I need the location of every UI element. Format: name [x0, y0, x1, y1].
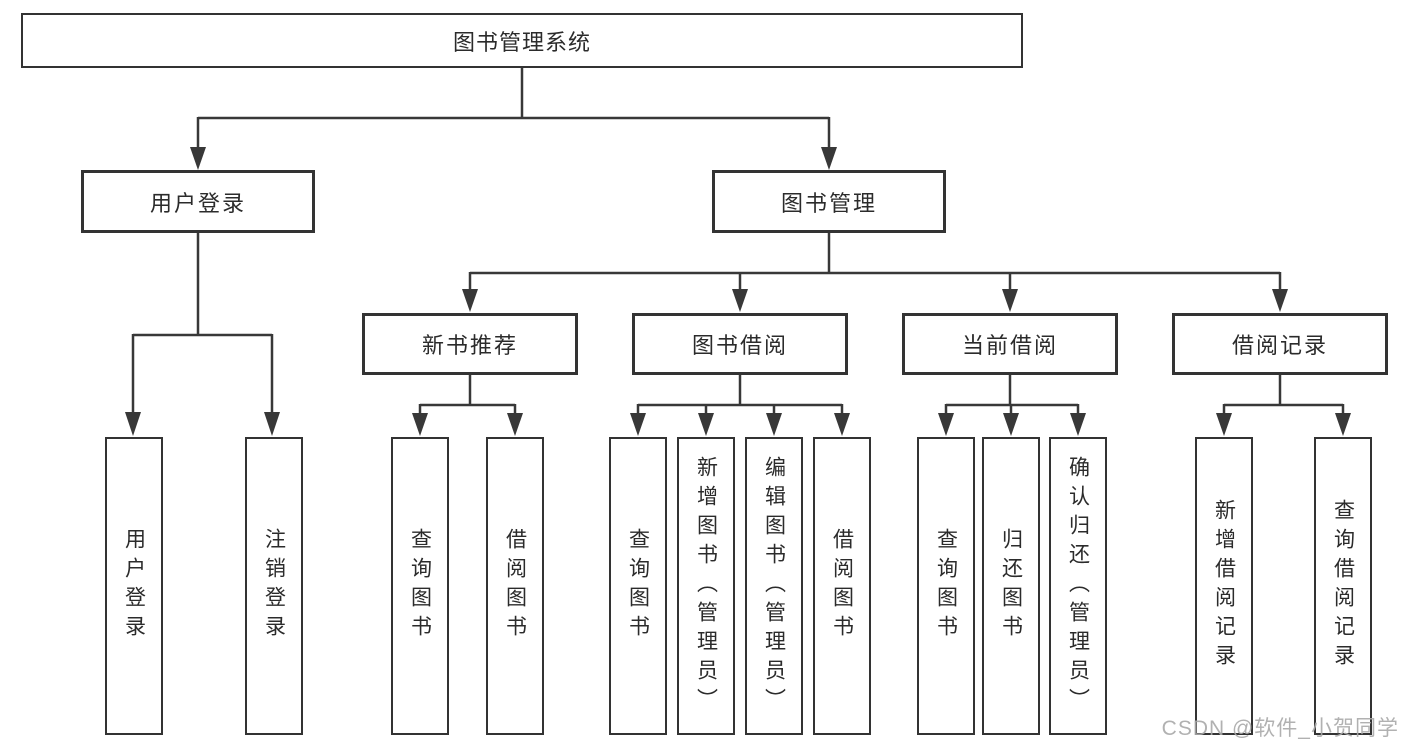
- arrowheads: [125, 147, 1351, 436]
- node-book-borrow: 图书借阅: [632, 313, 848, 375]
- leaf-add-books-admin: 新增图书（管理员）: [677, 437, 735, 735]
- leaf-query-books-recommend: 查询图书: [391, 437, 449, 735]
- leaf-query-books-borrow: 查询图书: [609, 437, 667, 735]
- node-borrow-records: 借阅记录: [1172, 313, 1388, 375]
- node-root-library-system: 图书管理系统: [21, 13, 1023, 68]
- node-user-login: 用户登录: [81, 170, 315, 233]
- csdn-watermark: CSDN @软件_小贺同学: [1161, 717, 1399, 740]
- leaf-borrow-books: 借阅图书: [813, 437, 871, 735]
- node-new-book-recommend: 新书推荐: [362, 313, 578, 375]
- leaf-query-borrow-record: 查询借阅记录: [1314, 437, 1372, 735]
- node-current-borrow: 当前借阅: [902, 313, 1118, 375]
- leaf-add-borrow-record: 新增借阅记录: [1195, 437, 1253, 735]
- leaf-logout: 注销登录: [245, 437, 303, 735]
- leaf-query-books-current: 查询图书: [917, 437, 975, 735]
- node-book-management: 图书管理: [712, 170, 946, 233]
- leaf-borrow-books-recommend: 借阅图书: [486, 437, 544, 735]
- leaf-confirm-return-admin: 确认归还（管理员）: [1049, 437, 1107, 735]
- leaf-return-books: 归还图书: [982, 437, 1040, 735]
- leaf-user-login: 用户登录: [105, 437, 163, 735]
- leaf-edit-books-admin: 编辑图书（管理员）: [745, 437, 803, 735]
